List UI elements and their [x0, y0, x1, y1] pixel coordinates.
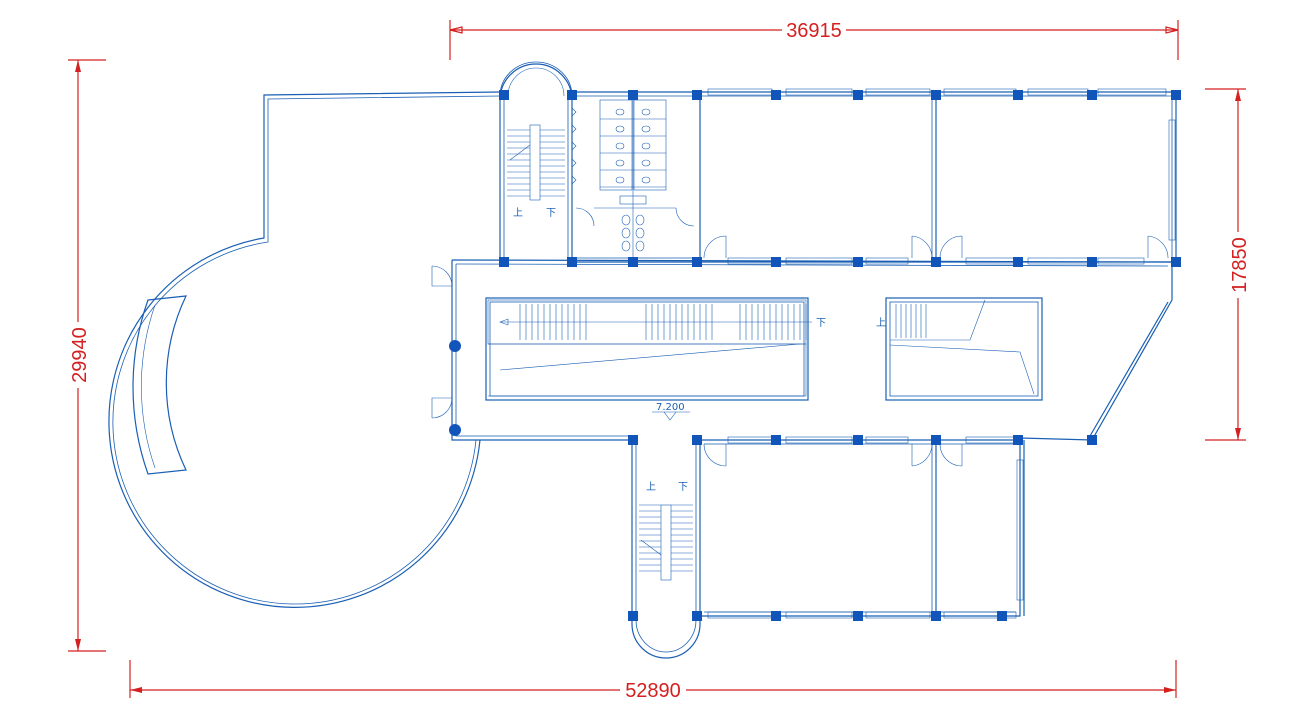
column: [692, 611, 702, 621]
window: [1016, 459, 1024, 601]
window: [865, 257, 909, 265]
column: [997, 611, 1007, 621]
window: [1027, 257, 1089, 265]
south-classrooms: [700, 119, 1176, 619]
north-stair-up: 上: [513, 207, 523, 219]
urinal-fixture: [571, 107, 577, 117]
south-stair: 上 下: [631, 436, 701, 659]
column: [567, 90, 577, 100]
column: [771, 435, 781, 445]
column: [853, 611, 863, 621]
dimension-right: 17850: [1205, 88, 1251, 441]
elevation-label: 7.200: [656, 402, 685, 413]
south-stair-up: 上: [646, 481, 656, 493]
sink-fixture: [621, 214, 631, 226]
window: [785, 257, 853, 265]
column: [771, 611, 781, 621]
window: [785, 436, 853, 444]
column: [628, 90, 638, 100]
window: [785, 88, 853, 96]
dimension-bottom: 52890: [129, 660, 1177, 702]
column: [771, 257, 781, 267]
toilet-fixture: [641, 176, 651, 184]
urinal-fixture: [571, 158, 577, 168]
column: [628, 611, 638, 621]
column: [1087, 257, 1097, 267]
column-round: [449, 340, 461, 352]
urinal-fixture: [571, 175, 577, 185]
window: [785, 611, 853, 619]
window: [1168, 119, 1176, 241]
dimension-top: 36915: [449, 20, 1179, 60]
sink-fixture: [635, 227, 645, 239]
column: [692, 435, 702, 445]
window: [707, 611, 773, 619]
dimension-left-label: 29940: [69, 327, 91, 383]
column: [1087, 90, 1097, 100]
corridor: [431, 259, 1173, 441]
north-classrooms: [700, 88, 1177, 265]
column: [1087, 435, 1097, 445]
column: [931, 611, 941, 621]
circular-hall: [108, 91, 501, 609]
dimension-left: 29940: [68, 59, 106, 652]
column: [931, 257, 941, 267]
column: [1013, 90, 1023, 100]
structural-columns: [449, 90, 1181, 621]
column: [1013, 435, 1023, 445]
sink-fixture: [635, 240, 645, 252]
toilet-fixture: [641, 125, 651, 133]
toilet-fixture: [615, 159, 625, 167]
column: [853, 90, 863, 100]
north-stair-down: 下: [546, 208, 556, 219]
column: [1171, 257, 1181, 267]
toilet-fixture: [641, 159, 651, 167]
toilet-fixture: [615, 176, 625, 184]
column: [499, 257, 509, 267]
window: [865, 88, 931, 96]
column: [931, 435, 941, 445]
column-round: [449, 424, 461, 436]
column: [628, 435, 638, 445]
urinal-fixture: [571, 141, 577, 151]
column: [853, 435, 863, 445]
urinal-fixture: [571, 124, 577, 134]
column: [692, 90, 702, 100]
south-stair-down: 下: [678, 482, 688, 493]
toilet-fixture: [641, 142, 651, 150]
toilet-fixture: [615, 108, 625, 116]
column: [628, 257, 638, 267]
dimension-top-label: 36915: [786, 20, 842, 42]
dimension-bottom-label: 52890: [625, 680, 681, 702]
toilet-fixture: [641, 108, 651, 116]
north-stair: 上 下: [499, 61, 573, 262]
column: [692, 257, 702, 267]
sink-fixture: [621, 240, 631, 252]
column: [931, 90, 941, 100]
elevation-marker: [652, 411, 690, 421]
stair-down-label: 下: [816, 318, 826, 329]
toilet-fixture: [615, 125, 625, 133]
dimension-right-label: 17850: [1229, 237, 1251, 293]
column: [1171, 90, 1181, 100]
stair-up-label: 上: [876, 317, 886, 329]
atrium-stairs: 下 上: [485, 297, 1043, 401]
column: [499, 90, 509, 100]
window: [1097, 88, 1167, 96]
window: [865, 436, 909, 444]
column: [567, 257, 577, 267]
column: [771, 90, 781, 100]
window: [943, 611, 1017, 619]
sink-fixture: [635, 214, 645, 226]
toilet-fixture: [615, 142, 625, 150]
window: [865, 611, 931, 619]
sink-fixture: [621, 227, 631, 239]
toilet-block: [571, 91, 701, 263]
window: [1097, 257, 1145, 265]
column: [1013, 257, 1023, 267]
column: [853, 257, 863, 267]
